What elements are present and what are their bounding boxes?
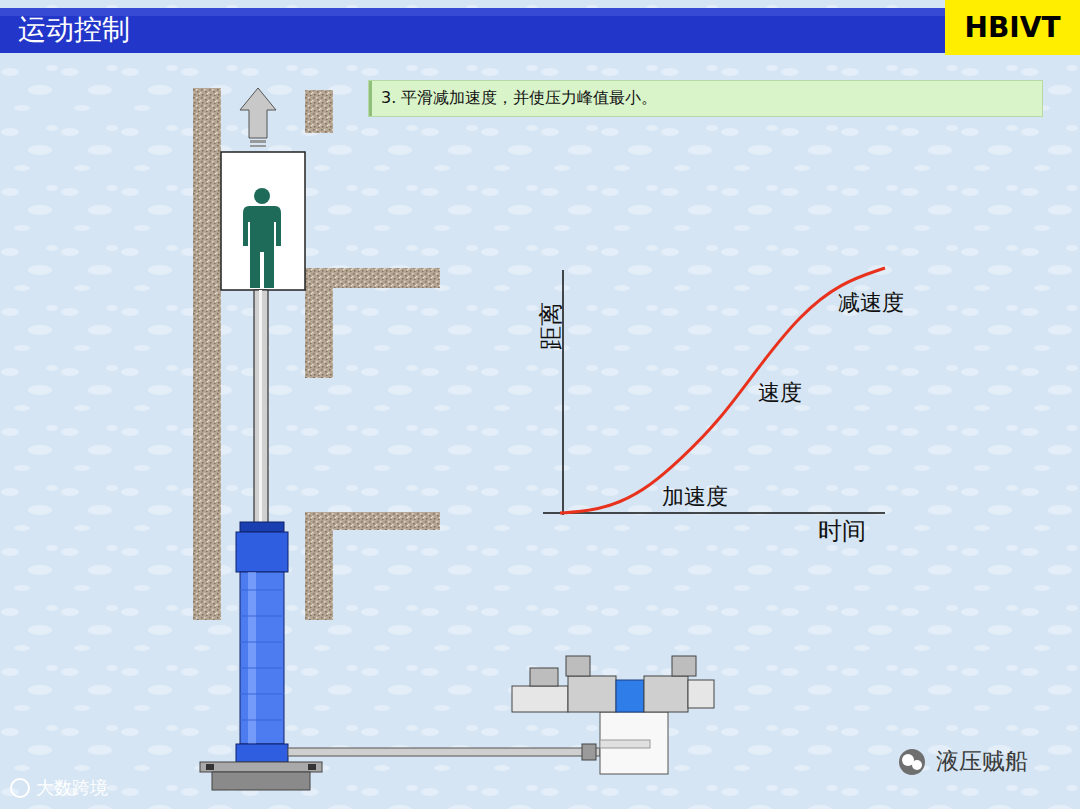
cylinder-head bbox=[236, 532, 288, 572]
solenoid bbox=[688, 680, 714, 708]
page-title: 运动控制 bbox=[18, 14, 130, 46]
note-box: 3. 平滑减加速度，并使压力峰值最小。 bbox=[368, 80, 1043, 117]
cylinder-cap bbox=[240, 522, 284, 532]
sub-plate bbox=[600, 712, 668, 774]
cylinder-band bbox=[240, 616, 284, 617]
curve-label: 加速度 bbox=[662, 484, 728, 509]
shaft-wall bbox=[305, 90, 333, 133]
curve-label: 速度 bbox=[758, 380, 802, 405]
valve-body bbox=[568, 676, 616, 712]
connector-plug bbox=[566, 656, 590, 676]
note-accent bbox=[369, 81, 372, 116]
base-foot bbox=[212, 772, 310, 790]
valve-core bbox=[616, 680, 644, 712]
x-axis bbox=[543, 512, 885, 514]
cylinder-band bbox=[240, 590, 284, 591]
person-body bbox=[243, 206, 281, 288]
cylinder-band bbox=[240, 720, 284, 721]
watermark: 大数跨境 bbox=[36, 778, 108, 799]
axis-label: 距离 bbox=[538, 302, 566, 350]
wechat-icon-bubble bbox=[912, 760, 922, 770]
bolt bbox=[308, 764, 316, 770]
shaft-wall bbox=[193, 88, 221, 620]
shaft-wall bbox=[305, 268, 333, 378]
valve-body bbox=[644, 676, 688, 712]
sub-plate-port bbox=[600, 740, 650, 748]
watermark-icon bbox=[11, 779, 29, 797]
cylinder-shine bbox=[248, 572, 256, 744]
shaft-wall bbox=[305, 512, 333, 620]
node-text: 3. 平滑减加速度，并使压力峰值最小。 bbox=[381, 88, 657, 109]
person-head bbox=[254, 188, 270, 204]
connector-plug bbox=[672, 656, 696, 676]
title-bar-shine bbox=[0, 8, 1080, 16]
base-plate bbox=[200, 762, 322, 772]
pipe bbox=[288, 748, 600, 756]
floor-slab bbox=[333, 512, 440, 530]
cylinder-band bbox=[240, 694, 284, 695]
piston-rod bbox=[254, 290, 268, 524]
up-arrow-line bbox=[250, 140, 266, 143]
up-arrow bbox=[240, 88, 276, 138]
cylinder-band bbox=[240, 642, 284, 643]
pipe-fitting bbox=[582, 744, 596, 760]
floor-slab bbox=[333, 268, 440, 288]
cylinder-bottom bbox=[236, 744, 288, 762]
wechat-icon bbox=[899, 749, 925, 775]
axis-label: 时间 bbox=[818, 518, 866, 546]
connector-plug bbox=[530, 668, 558, 686]
node-text: HBIVT bbox=[965, 11, 1061, 44]
title-bar bbox=[0, 8, 1080, 53]
brand-box: HBIVT bbox=[945, 0, 1080, 55]
cylinder-band bbox=[240, 668, 284, 669]
elevator-car bbox=[221, 152, 305, 290]
piston-rod-shine bbox=[259, 290, 262, 524]
cylinder-barrel bbox=[240, 572, 284, 744]
motion-curve bbox=[560, 268, 885, 513]
up-arrow-line bbox=[250, 145, 266, 147]
solenoid bbox=[512, 686, 568, 712]
bolt bbox=[206, 764, 214, 770]
curve-label: 减速度 bbox=[838, 290, 904, 315]
watermark: 液压贼船 bbox=[936, 748, 1028, 774]
